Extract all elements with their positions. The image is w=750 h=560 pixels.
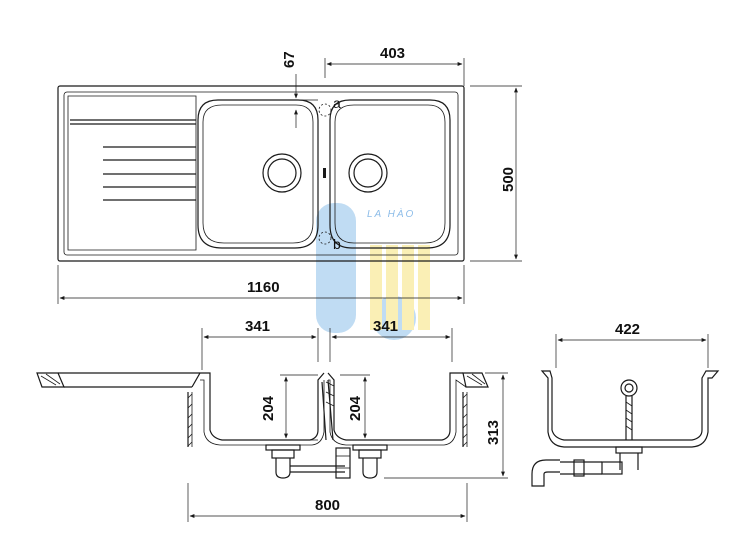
top-view: a b 403 67 500 1160: [57, 45, 522, 304]
bowl-divider-mark: [323, 168, 326, 178]
right-bowl-inner: [334, 104, 446, 244]
right-drain-fitting: [335, 444, 388, 479]
sink-outer-rim: [57, 85, 465, 262]
dim-204-left-label: 204: [260, 395, 277, 421]
watermark-text: LA HÀO: [367, 207, 415, 220]
watermark-yellow-bar-3: [402, 245, 414, 330]
countertop-left: [36, 372, 65, 388]
dim-500-label: 500: [500, 167, 517, 192]
left-bowl-outer: [197, 99, 319, 249]
overflow-b-label: b: [333, 236, 341, 252]
sink-inner-rim: [63, 91, 459, 256]
right-drain-inner: [353, 158, 383, 188]
dim-67-label: 67: [281, 51, 298, 68]
right-drain-outer: [348, 153, 388, 193]
countertop-right: [462, 372, 489, 388]
front-right-bowl: [327, 372, 463, 441]
dim-422-label: 422: [615, 321, 640, 338]
left-drain-fitting: [265, 444, 345, 479]
dim-403-label: 403: [380, 45, 405, 62]
watermark-blue-bar: [316, 203, 356, 333]
overflow-pipe: [321, 379, 334, 441]
dim-800-label: 800: [315, 497, 340, 514]
left-bowl-inner: [202, 104, 314, 244]
side-view: 422: [531, 321, 720, 487]
dim-341-left-label: 341: [245, 318, 270, 335]
overflow-b-circle: [318, 231, 332, 245]
side-bowl: [540, 370, 720, 448]
front-view: 341 341 204 204 313 800: [36, 318, 508, 522]
side-drain-trap: [531, 446, 643, 487]
side-overflow-outer: [620, 379, 638, 397]
drainboard: [67, 95, 197, 251]
watermark-yellow-bar-4: [418, 245, 430, 330]
dim-313-label: 313: [485, 420, 502, 445]
overflow-a-circle: [318, 103, 332, 117]
dim-1160-label: 1160: [247, 279, 280, 296]
dim-204-right-label: 204: [347, 395, 364, 421]
left-drain-inner: [267, 158, 297, 188]
watermark-yellow-bar-2: [386, 245, 398, 330]
watermark-yellow-bar-1: [370, 245, 382, 330]
side-overflow-inner: [624, 383, 634, 393]
overflow-a-label: a: [333, 95, 341, 111]
watermark-logo: LA HÀO: [316, 203, 430, 340]
left-drain-outer: [262, 153, 302, 193]
front-left-bowl: [191, 372, 325, 441]
dim-341-right-label: 341: [373, 318, 398, 335]
right-bowl-outer: [329, 99, 451, 249]
